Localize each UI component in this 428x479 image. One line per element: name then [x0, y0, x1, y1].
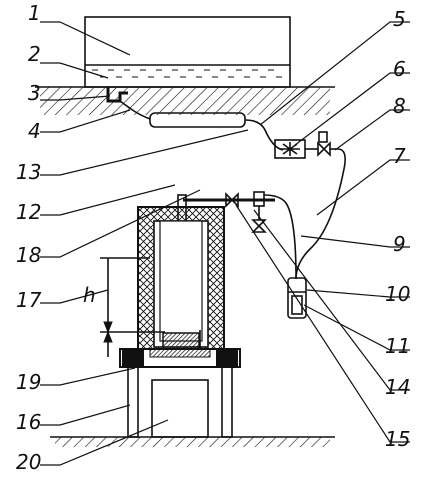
furnace	[137, 206, 225, 355]
label-17: 17	[16, 288, 42, 312]
tank	[84, 16, 291, 88]
label-12: 12	[16, 200, 41, 224]
label-5: 5	[393, 7, 406, 31]
support-ring-19	[119, 348, 241, 368]
label-1: 1	[28, 1, 41, 25]
stand-16	[127, 366, 233, 438]
element-10-canister	[287, 277, 307, 319]
label-15: 15	[385, 427, 410, 451]
dimension-h: h	[83, 257, 165, 357]
labels-right: 5 6 8 7 9 10 11 14 15	[385, 7, 410, 451]
label-19: 19	[16, 370, 41, 394]
label-14: 14	[385, 375, 410, 399]
pipe-9	[263, 194, 297, 279]
leader-lines	[40, 21, 410, 466]
element-8-valve	[317, 131, 338, 157]
label-6: 6	[393, 57, 406, 81]
floor	[50, 436, 335, 447]
label-13: 13	[16, 160, 41, 184]
label-11: 11	[385, 334, 410, 358]
label-20: 20	[16, 450, 41, 474]
element-4-cylinder	[149, 112, 284, 151]
pipe-7	[295, 148, 346, 280]
label-18: 18	[16, 243, 41, 267]
label-2: 2	[28, 42, 41, 66]
label-10: 10	[385, 282, 410, 306]
label-16: 16	[16, 410, 41, 434]
label-4: 4	[28, 119, 41, 143]
label-9: 9	[393, 232, 406, 256]
element-6-box	[274, 139, 318, 159]
label-3: 3	[28, 81, 41, 105]
label-8: 8	[393, 94, 406, 118]
label-7: 7	[393, 144, 406, 168]
labels-left: 1 2 3 4 13 12 18 17 19 16 20	[16, 1, 42, 474]
